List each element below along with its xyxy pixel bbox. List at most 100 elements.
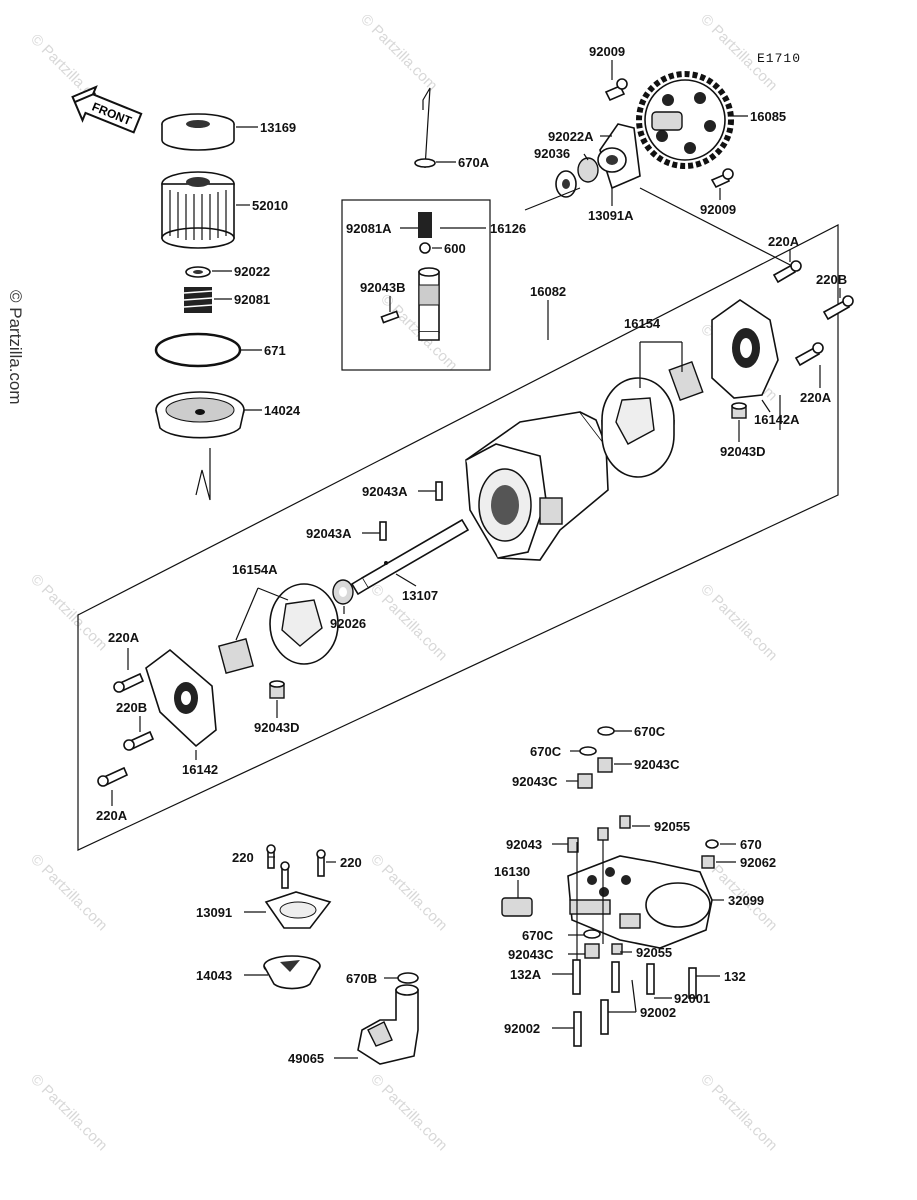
watermark: © Partzilla.com — [697, 581, 780, 664]
label-16142: 16142 — [182, 762, 218, 777]
part-32099-pump-body — [567, 855, 713, 949]
part-14024-filter-cover — [155, 391, 245, 439]
label-92022: 92022 — [234, 264, 270, 279]
part-labels: 13169 52010 92022 92081 671 14024 670A 9… — [96, 44, 847, 1066]
part-92022-washer — [185, 266, 211, 278]
label-14043: 14043 — [196, 968, 232, 983]
pump-assembly-outline — [77, 224, 839, 851]
label-16142A: 16142A — [754, 412, 800, 427]
label-670B: 670B — [346, 971, 377, 986]
part-670A-ring — [414, 158, 436, 168]
part-92062-dowel — [701, 855, 715, 869]
label-13169: 13169 — [260, 120, 296, 135]
label-16154A: 16154A — [232, 562, 278, 577]
watermark-side: © Partzilla.com — [6, 290, 25, 405]
part-92055-dowel-c — [611, 943, 623, 955]
label-220A-right: 220A — [800, 390, 832, 405]
watermark: © Partzilla.com — [697, 1071, 780, 1154]
label-92009-bottom: 92009 — [700, 202, 736, 217]
part-600-ball — [419, 242, 431, 254]
part-relief-valve-body — [418, 267, 440, 341]
part-13091A-bracket — [597, 123, 641, 190]
part-92043-dowel — [567, 837, 579, 853]
part-52010-oil-filter — [161, 171, 235, 249]
part-132-bolt-b — [646, 963, 655, 995]
part-49065-pipe — [357, 984, 419, 1065]
label-16126: 16126 — [490, 221, 526, 236]
part-16154-rotor — [601, 360, 704, 478]
part-92036-seal — [577, 157, 599, 183]
leader-lines — [111, 60, 841, 1059]
part-92043C-dowel-a — [597, 757, 613, 773]
part-16142-cover — [145, 648, 217, 748]
label-92009-top: 92009 — [589, 44, 625, 59]
label-220A-left-bottom: 220A — [96, 808, 128, 823]
part-92043A-pin-lower — [379, 521, 387, 541]
label-16154: 16154 — [624, 316, 661, 331]
part-13169-cap — [161, 113, 235, 151]
label-92055-a: 92055 — [654, 819, 690, 834]
label-220-right: 220 — [340, 855, 362, 870]
label-52010: 52010 — [252, 198, 288, 213]
part-670C-ring-mid — [579, 746, 597, 756]
label-220B-left: 220B — [116, 700, 147, 715]
label-600: 600 — [444, 241, 466, 256]
label-92043: 92043 — [506, 837, 542, 852]
part-92026-washer — [332, 579, 354, 605]
part-92043C-dowel-b — [577, 773, 593, 789]
part-670C-ring-top — [597, 726, 615, 736]
label-16085: 16085 — [750, 109, 786, 124]
label-220B-right: 220B — [816, 272, 847, 287]
part-14043-strainer — [263, 955, 321, 990]
label-670: 670 — [740, 837, 762, 852]
part-92081-spring — [183, 287, 213, 313]
label-92043A-upper: 92043A — [362, 484, 408, 499]
part-16154A-rotor — [217, 583, 339, 675]
part-92043C-dowel-c — [584, 943, 600, 959]
label-92026: 92026 — [330, 616, 366, 631]
label-92036: 92036 — [534, 146, 570, 161]
label-670C-mid: 670C — [530, 744, 562, 759]
part-132-bolt-a — [611, 961, 620, 993]
label-92043C-c: 92043C — [508, 947, 554, 962]
part-92055-dowel-b — [619, 815, 631, 829]
diagram-code: E1710 — [757, 51, 801, 66]
part-92043B-pin — [380, 310, 400, 324]
part-671-o-ring — [154, 332, 242, 368]
part-670C-ring-bottom — [583, 929, 601, 939]
label-92055-b: 92055 — [636, 945, 672, 960]
label-32099: 32099 — [728, 893, 764, 908]
watermark: © Partzilla.com — [357, 11, 440, 94]
watermark: © Partzilla.com — [367, 851, 450, 934]
label-92043D-left: 92043D — [254, 720, 300, 735]
part-220B-bolt-right — [822, 295, 854, 321]
label-92002-left: 92002 — [504, 1021, 540, 1036]
label-92043D-right: 92043D — [720, 444, 766, 459]
label-92081: 92081 — [234, 292, 270, 307]
part-16085-gear — [636, 71, 734, 169]
part-92022A-washer — [555, 170, 577, 198]
part-670-ring — [705, 839, 719, 849]
label-220-left: 220 — [232, 850, 254, 865]
label-49065: 49065 — [288, 1051, 324, 1066]
watermarks: © Partzilla.com © Partzilla.com © Partzi… — [6, 11, 781, 1154]
label-671: 671 — [264, 343, 286, 358]
label-92043A-lower: 92043A — [306, 526, 352, 541]
label-14024: 14024 — [264, 403, 301, 418]
label-13107: 13107 — [402, 588, 438, 603]
part-16130-plug — [501, 897, 533, 917]
watermark: © Partzilla.com — [27, 1071, 110, 1154]
label-132: 132 — [724, 969, 746, 984]
label-92062: 92062 — [740, 855, 776, 870]
label-92043C-a: 92043C — [634, 757, 680, 772]
part-92043A-pin-upper — [435, 481, 443, 501]
label-16082: 16082 — [530, 284, 566, 299]
part-92043D-dowel-left — [269, 680, 285, 699]
label-670A: 670A — [458, 155, 490, 170]
label-16130: 16130 — [494, 864, 530, 879]
label-92081A: 92081A — [346, 221, 392, 236]
part-92002-bolt-b — [573, 1011, 582, 1047]
label-132A: 132A — [510, 967, 542, 982]
part-13107-shaft — [350, 518, 470, 596]
